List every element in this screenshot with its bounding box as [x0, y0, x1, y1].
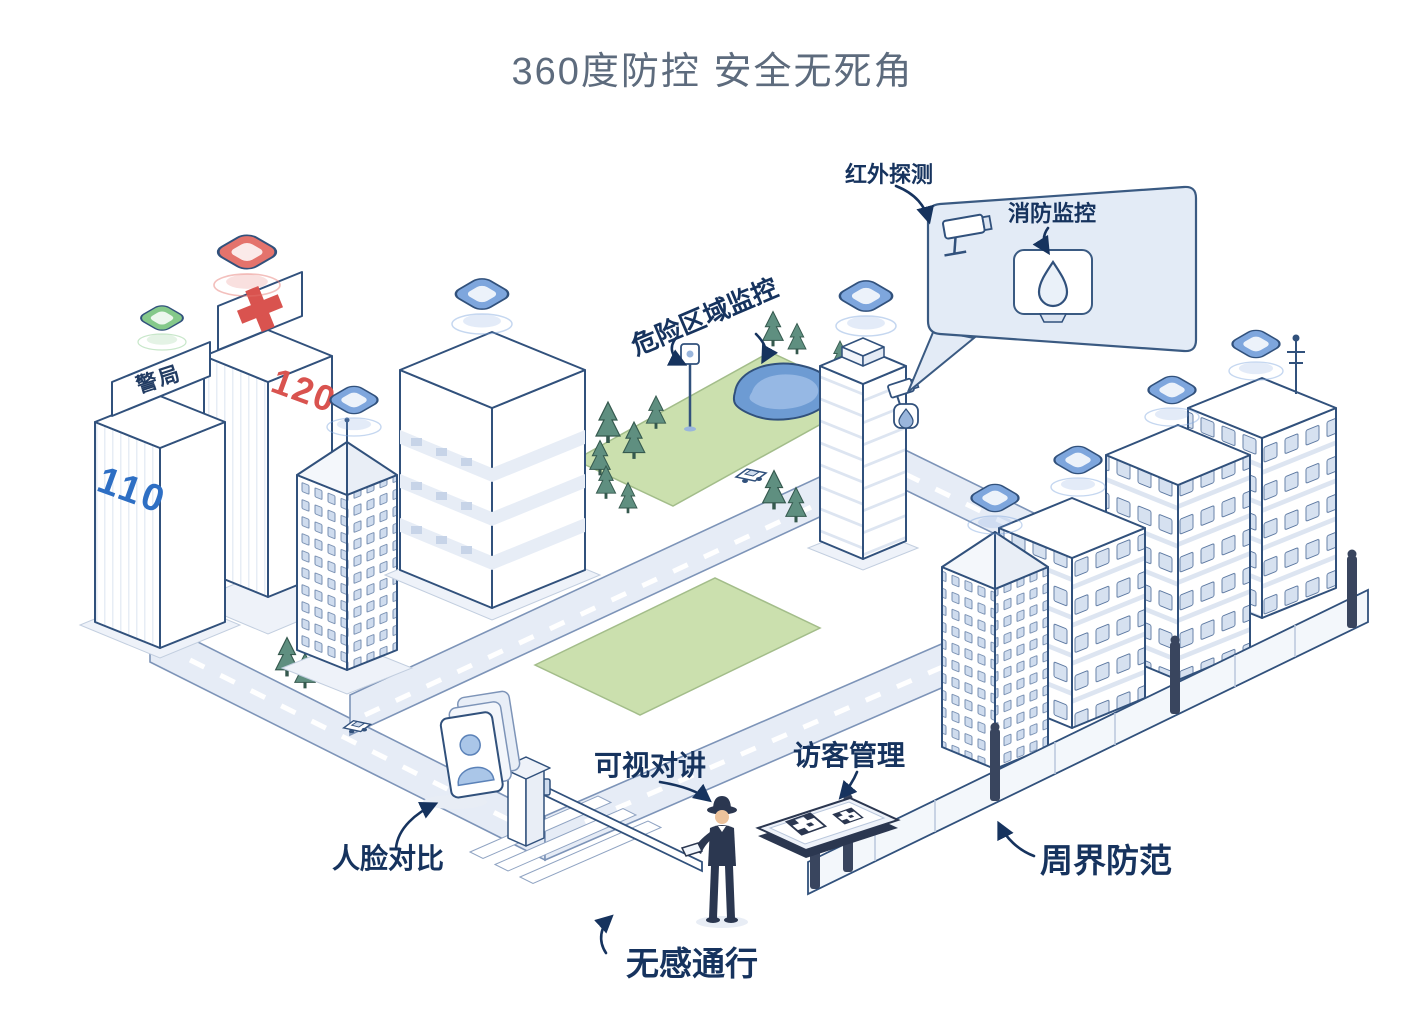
- smart-node-icon: [136, 302, 188, 352]
- smart-node-icon: [1048, 442, 1108, 498]
- face-card-stack: [439, 690, 521, 799]
- red-cross-icon: [236, 285, 284, 333]
- central-lawn: [533, 577, 822, 716]
- smart-node-icon: [1226, 326, 1286, 382]
- label-fire-monitoring: 消防监控: [1008, 201, 1096, 226]
- label-visitor-management: 访客管理: [793, 739, 905, 771]
- page-title: 360度防控 安全无死角: [511, 51, 914, 93]
- arrow-face: [394, 802, 439, 850]
- monitor-panel: [907, 185, 1198, 393]
- visitor-person: [680, 796, 738, 923]
- arrow-fire: [1032, 226, 1050, 256]
- police-building: 警局 110: [92, 341, 226, 649]
- label-infrared-detection: 红外探测: [845, 162, 933, 187]
- label-danger-zone: 危险区域监控: [627, 272, 782, 361]
- commercial-building: [399, 331, 586, 609]
- arrow-infrared: [894, 184, 935, 225]
- office-tower-left: [296, 417, 398, 671]
- arrow-visitor: [838, 770, 859, 800]
- smart-node-icon: [833, 276, 899, 338]
- water-drop-tag-icon: [893, 403, 919, 429]
- label-video-intercom: 可视对讲: [594, 750, 706, 781]
- smart-node-icon: [449, 274, 515, 336]
- label-face-comparison: 人脸对比: [332, 842, 444, 874]
- label-seamless-access: 无感通行: [626, 945, 758, 982]
- entrance-gate: [423, 690, 703, 873]
- arrow-seamless: [594, 914, 614, 955]
- gate-pillar: [501, 756, 551, 847]
- arrow-intercom: [658, 780, 712, 803]
- fire-monitor-icon: [1013, 249, 1093, 323]
- visitor-tablet: [755, 796, 901, 858]
- car-icon: [735, 468, 767, 484]
- arrow-perimeter: [997, 820, 1036, 858]
- residential-tower-right: [941, 531, 1049, 770]
- face-icon: [457, 734, 495, 787]
- park-area: [573, 343, 870, 507]
- central-tower: [819, 337, 920, 560]
- arrow-danger-lamp: [666, 336, 688, 366]
- rooftop-antenna-icon: [1287, 334, 1305, 394]
- label-perimeter-protection: 周界防范: [1040, 842, 1172, 879]
- cctv-camera-icon: [942, 213, 993, 257]
- water-drop-icon: [1037, 260, 1069, 308]
- arrow-danger-pond: [754, 332, 779, 365]
